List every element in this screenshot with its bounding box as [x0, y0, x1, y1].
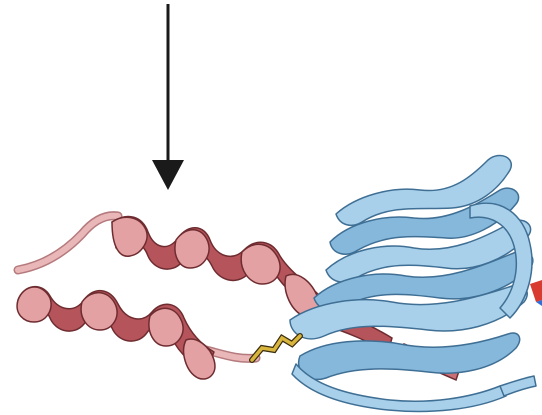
beta-strand-tail — [500, 376, 536, 396]
upper-coil-start — [18, 216, 118, 270]
lower-helix-turn-1 — [17, 287, 51, 322]
upper-helix-turn-1 — [112, 217, 147, 256]
down-arrow-icon — [152, 4, 184, 190]
edge-marker-icon — [530, 280, 542, 306]
upper-helix-turn-2 — [175, 230, 209, 268]
lower-helix-turn-4 — [184, 339, 215, 379]
lower-helix-turn-3 — [149, 308, 183, 346]
lower-helix-turn-2 — [81, 293, 117, 330]
beta-sheet — [290, 155, 536, 411]
edge-marker-red — [530, 280, 542, 302]
arrow-head — [152, 160, 184, 190]
lower-helix — [17, 287, 215, 379]
beta-strand-6 — [299, 333, 520, 379]
upper-helix — [112, 217, 324, 320]
